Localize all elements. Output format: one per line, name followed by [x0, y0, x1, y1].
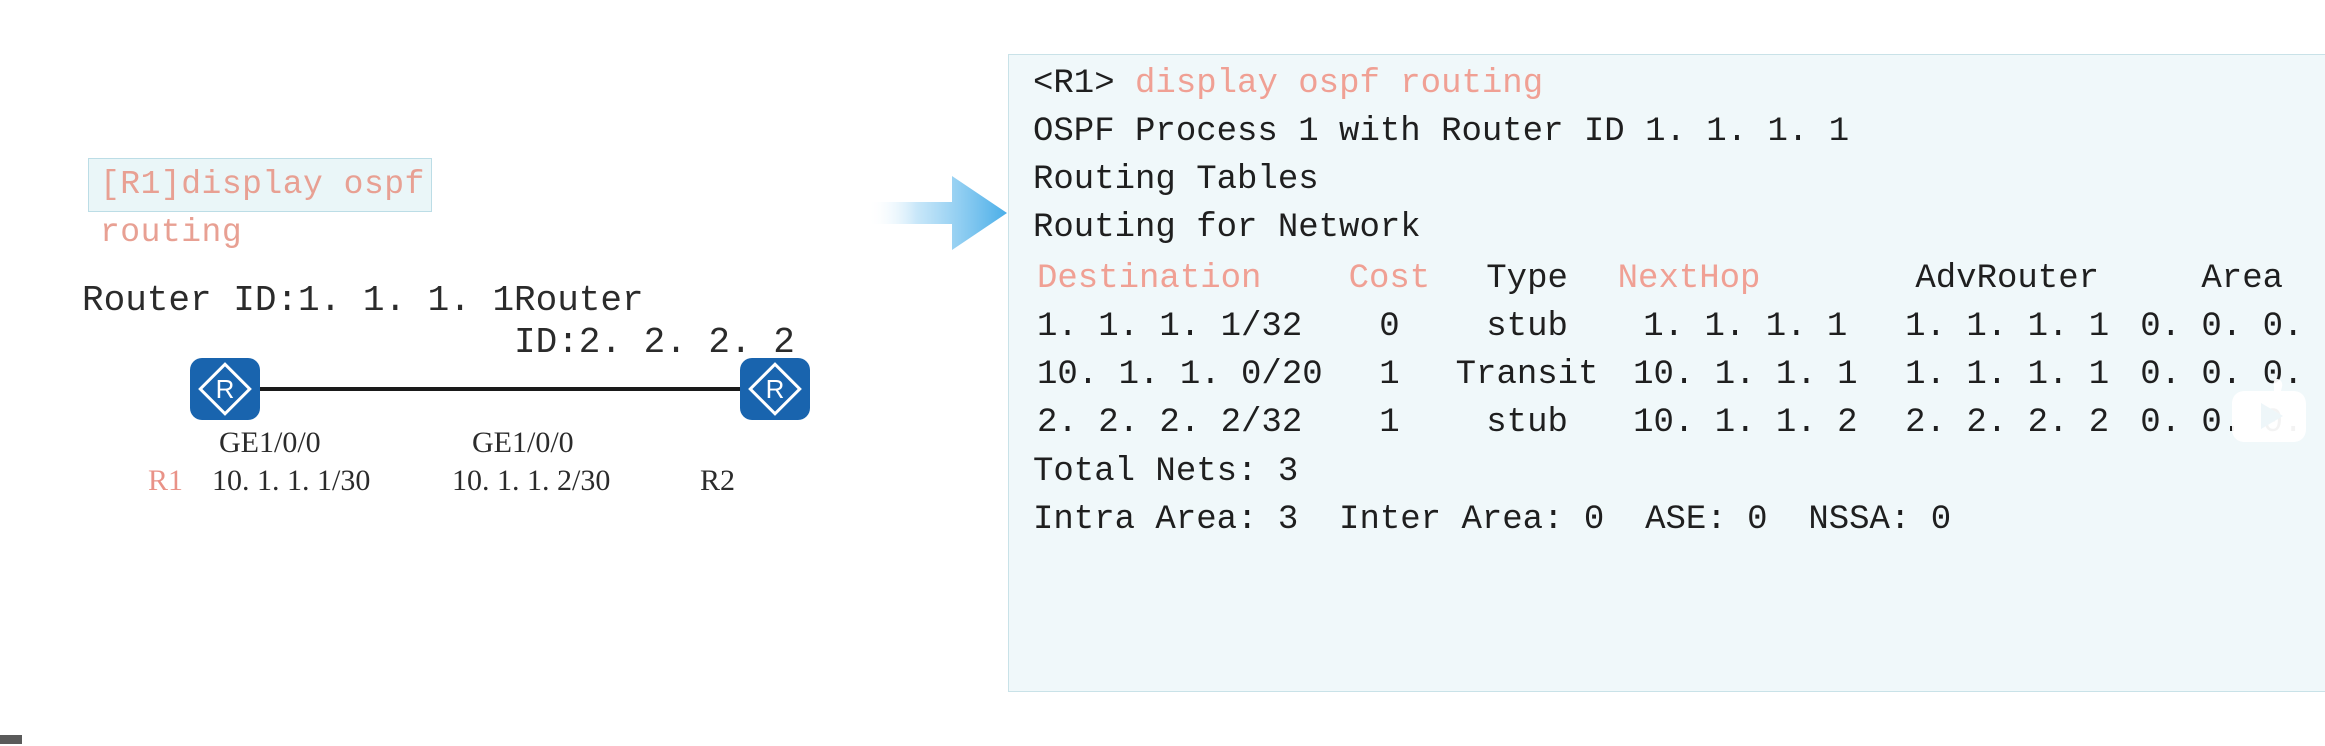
cell-cost: 1: [1379, 356, 1400, 394]
column-header-destination: Destination: [1037, 260, 1262, 298]
router-icon-r2: R: [740, 358, 810, 420]
router-icon-letter: R: [765, 374, 785, 404]
command-callout-line-2: routing: [100, 214, 243, 251]
cell-nexthop: 1. 1. 1. 1: [1643, 308, 1848, 346]
command-callout-line-1: [R1]display ospf: [100, 166, 425, 203]
play-badge-watermark-icon: [2232, 379, 2306, 442]
cell-area: 0. 0. 0. 0: [2140, 308, 2325, 346]
right-router-name-label: R2: [700, 464, 736, 497]
terminal-output-panel: <R1> display ospf routing OSPF Process 1…: [1008, 54, 2325, 692]
router-icon-r1: R: [190, 358, 260, 420]
terminal-line-routing-tables: Routing Tables: [1033, 161, 1319, 199]
cell-destination: 10. 1. 1. 0/20: [1037, 356, 1323, 394]
table-row: 10. 1. 1. 0/20 1 Transit 10. 1. 1. 1 1. …: [1033, 351, 2325, 399]
cell-area: 0. 0. 0. 0: [2140, 356, 2325, 394]
terminal-prompt: <R1>: [1033, 65, 1136, 103]
bottom-left-marker: [0, 735, 22, 744]
terminal-line-routing-for-network: Routing for Network: [1033, 209, 1421, 247]
left-router-name-label: R1: [148, 464, 184, 497]
table-header-row: Destination Cost Type NextHop AdvRouter …: [1033, 255, 2325, 303]
left-interface-label: GE1/0/0: [219, 426, 321, 459]
left-ip-label: 10. 1. 1. 1/30: [212, 464, 371, 497]
column-header-area: Area: [2201, 260, 2284, 298]
right-arrow-icon: [868, 176, 1007, 250]
router-icon-letter: R: [215, 374, 235, 404]
link-line-r1-r2: [258, 387, 744, 391]
column-header-type: Type: [1486, 260, 1568, 298]
cell-nexthop: 10. 1. 1. 1: [1633, 356, 1858, 394]
cell-type: stub: [1486, 404, 1568, 442]
command-callout-box: [88, 158, 432, 212]
table-row: 1. 1. 1. 1/32 0 stub 1. 1. 1. 1 1. 1. 1.…: [1033, 303, 2325, 351]
cell-type: stub: [1486, 308, 1568, 346]
terminal-line-process: OSPF Process 1 with Router ID 1. 1. 1. 1: [1033, 113, 1850, 151]
left-router-id-label: Router ID:1. 1. 1. 1: [82, 280, 515, 321]
cell-destination: 1. 1. 1. 1/32: [1037, 308, 1303, 346]
column-header-nexthop: NextHop: [1617, 260, 1761, 298]
right-ip-label: 10. 1. 1. 2/30: [452, 464, 611, 497]
ospf-routing-table: Destination Cost Type NextHop AdvRouter …: [1033, 255, 2325, 447]
cell-type: Transit: [1455, 356, 1599, 394]
terminal-line-area-summary: Intra Area: 3 Inter Area: 0 ASE: 0 NSSA:…: [1033, 501, 1952, 539]
right-router-id-label-line-2: ID:2. 2. 2. 2: [514, 322, 795, 363]
column-header-cost: Cost: [1348, 260, 1431, 298]
terminal-line-total-nets: Total Nets: 3: [1033, 453, 1299, 491]
cell-advrouter: 1. 1. 1. 1: [1905, 356, 2110, 394]
table-row: 2. 2. 2. 2/32 1 stub 10. 1. 1. 2 2. 2. 2…: [1033, 399, 2325, 447]
right-interface-label: GE1/0/0: [472, 426, 574, 459]
terminal-command-line: <R1> display ospf routing: [1033, 65, 1543, 103]
cell-cost: 0: [1379, 308, 1400, 346]
cell-cost: 1: [1379, 404, 1400, 442]
terminal-command: display ospf routing: [1135, 65, 1544, 103]
right-router-id-label-line-1: Router: [514, 280, 644, 321]
cell-nexthop: 10. 1. 1. 2: [1633, 404, 1858, 442]
cell-destination: 2. 2. 2. 2/32: [1037, 404, 1303, 442]
cell-advrouter: 2. 2. 2. 2: [1905, 404, 2110, 442]
column-header-advrouter: AdvRouter: [1915, 260, 2100, 298]
network-diagram: [R1]display ospf routing Router ID:1. 1.…: [0, 0, 1008, 746]
cell-advrouter: 1. 1. 1. 1: [1905, 308, 2110, 346]
